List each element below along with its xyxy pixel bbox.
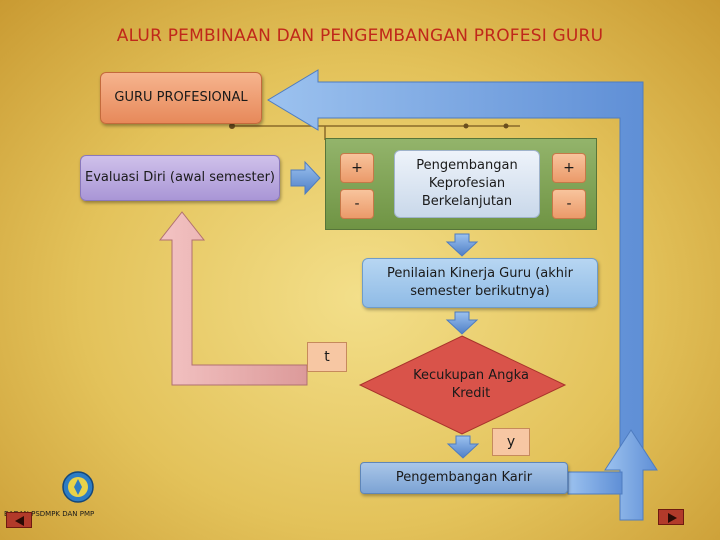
guru-profesional-box: GURU PROFESIONAL <box>100 72 262 124</box>
page-title: ALUR PEMBINAAN DAN PENGEMBANGAN PROFESI … <box>116 26 604 46</box>
kecukupan-label: Kecukupan Angka Kredit <box>413 368 529 401</box>
feedback-arrow-to-guru <box>267 69 644 521</box>
pkb-box: Pengembangan Keprofesian Berkelanjutan <box>394 150 540 218</box>
arrow-pkb-to-penilaian <box>445 233 479 257</box>
next-slide-icon <box>668 513 677 523</box>
previous-slide-icon <box>15 516 24 526</box>
tut-wuri-handayani-logo-icon <box>62 471 94 503</box>
return-arrow-to-evaluasi <box>158 211 308 386</box>
previous-slide-button[interactable] <box>6 512 32 528</box>
decision-no-label: t <box>307 342 347 372</box>
karir-to-feedback-connector <box>567 471 623 495</box>
arrow-kecukupan-to-karir <box>446 435 480 459</box>
arrow-penilaian-to-kecukupan <box>445 311 479 335</box>
next-slide-button[interactable] <box>658 509 684 525</box>
plus-left-box: + <box>340 153 374 183</box>
plus-right-box: + <box>552 153 586 183</box>
evaluasi-diri-box: Evaluasi Diri (awal semester) <box>80 155 280 201</box>
connector-line <box>229 123 520 140</box>
decision-diamond <box>358 335 567 435</box>
arrow-evaluasi-to-pkb <box>290 160 321 196</box>
penilaian-kinerja-box: Penilaian Kinerja Guru (akhir semester b… <box>362 258 598 308</box>
pengembangan-karir-box: Pengembangan Karir <box>360 462 568 494</box>
minus-left-box: - <box>340 189 374 219</box>
decision-yes-label: y <box>492 428 530 456</box>
minus-right-box: - <box>552 189 586 219</box>
organization-label: BADAN PSDMPK DAN PMP <box>4 510 95 518</box>
